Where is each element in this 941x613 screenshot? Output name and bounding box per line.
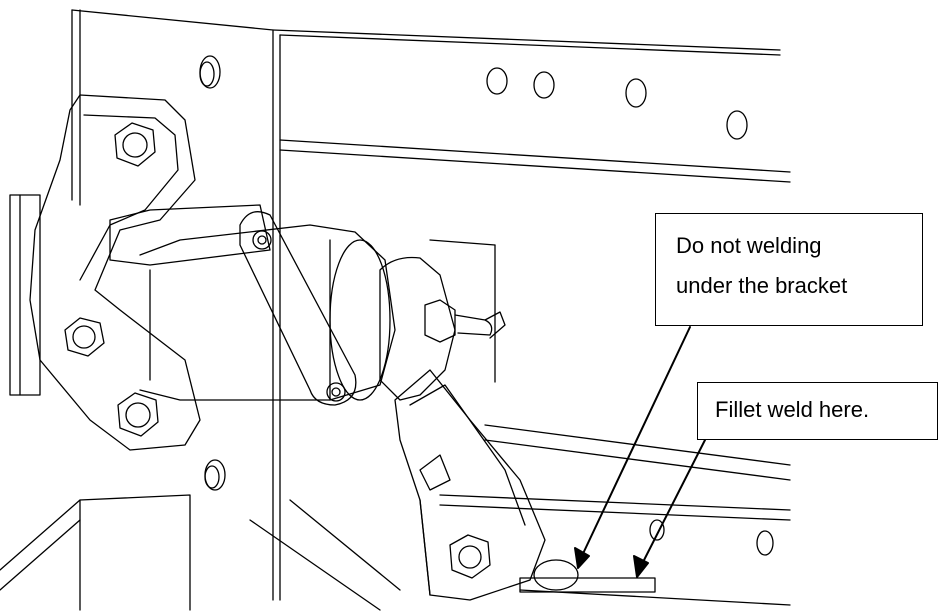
callout-fillet-weld-line-1: Fillet weld here.: [715, 397, 870, 422]
actuator-cylinder: [109, 204, 396, 401]
link-arm: [239, 211, 357, 406]
callout-no-welding: Do not welding under the bracket: [655, 213, 923, 326]
callout-no-welding-line-1: Do not welding: [676, 233, 822, 258]
leader-arrows: [574, 326, 706, 578]
callout-fillet-weld: Fillet weld here.: [697, 382, 938, 440]
lower-rails: [0, 424, 791, 611]
left-bracket: [9, 94, 201, 451]
base-plate: [519, 559, 656, 593]
rod-end: [379, 256, 506, 401]
right-bracket: [394, 369, 546, 601]
bolts: [64, 122, 491, 579]
plate-holes: [199, 55, 774, 556]
back-plate: [71, 9, 791, 601]
callout-no-welding-line-2: under the bracket: [676, 273, 848, 298]
